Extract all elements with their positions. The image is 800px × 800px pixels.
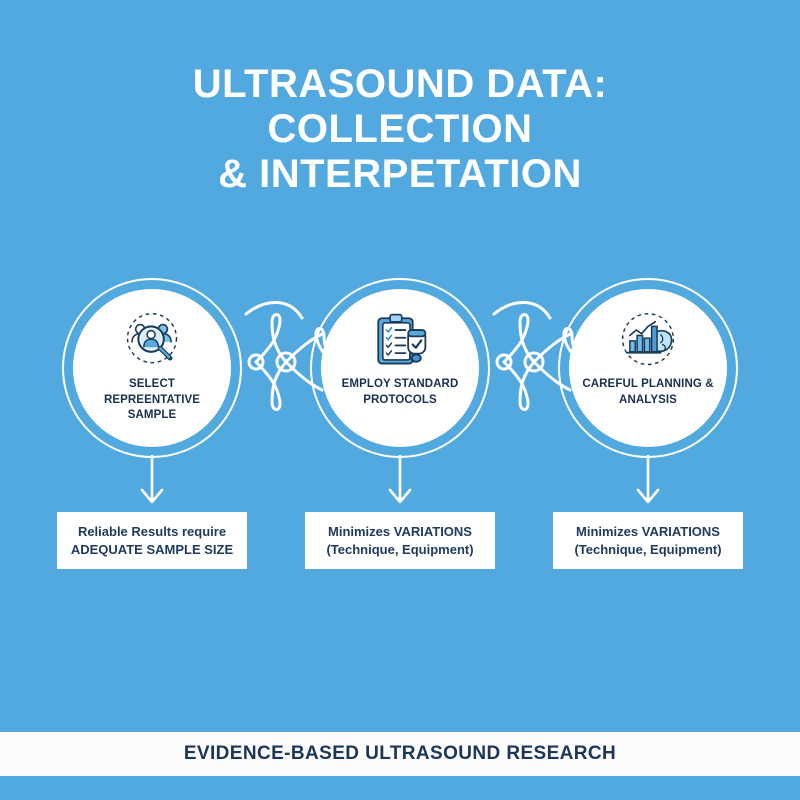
step-disc: EMPLOY STANDARD PROTOCOLS [321, 289, 479, 447]
caption-line-1: Minimizes VARIATIONS [328, 524, 472, 540]
arrow-step-3 [628, 453, 668, 513]
caption-box-step-3: Minimizes VARIATIONS (Technique, Equipme… [553, 512, 743, 569]
step-label: CAREFUL PLANNING & ANALYSIS [582, 378, 714, 406]
title-line-2: COLLECTION [267, 106, 533, 151]
caption-text: Minimizes VARIATIONS (Technique, Equipme… [326, 523, 473, 557]
caption-text: Minimizes VARIATIONS (Technique, Equipme… [574, 523, 721, 557]
title-line-1: ULTRASOUND DATA: [192, 62, 608, 106]
arrow-down-icon [388, 453, 412, 504]
step-disc: CAREFUL PLANNING & ANALYSIS [569, 289, 727, 447]
step-label: SELECT REPREENTATIVE SAMPLE [103, 378, 201, 422]
arrow-down-icon [636, 453, 660, 504]
step-employ-standard-protocols[interactable]: EMPLOY STANDARD PROTOCOLS [310, 278, 490, 458]
step-disc: SELECT REPREENTATIVE SAMPLE [73, 289, 231, 447]
magnifier-people-icon [126, 312, 178, 364]
caption-line-2: (Technique, Equipment) [326, 541, 474, 557]
arrow-step-2 [380, 453, 420, 513]
bar-chart-brain-icon [621, 312, 675, 366]
caption-box-step-2: Minimizes VARIATIONS (Technique, Equipme… [305, 512, 495, 569]
step-label: EMPLOY STANDARD PROTOCOLS [341, 378, 459, 406]
caption-box-step-1: Reliable Results require ADEQUATE SAMPLE… [57, 512, 247, 569]
title-line-3: & INTERPETATION [218, 151, 582, 196]
arrow-step-1 [132, 453, 172, 513]
footer-text: EVIDENCE-BASED ULTRASOUND RESEARCH [183, 743, 617, 764]
caption-text: Reliable Results require ADEQUATE SAMPLE… [71, 523, 233, 557]
arrow-down-icon [140, 453, 164, 504]
page-title: ULTRASOUND DATA: COLLECTION & INTERPETAT… [0, 62, 800, 196]
caption-line-2: (Technique, Equipment) [574, 541, 722, 557]
clipboard-checklist-probe-icon [377, 313, 427, 365]
caption-line-1: Reliable Results require [77, 524, 227, 540]
caption-line-1: Minimizes VARIATIONS [576, 524, 720, 540]
process-steps: SELECT REPREENTATIVE SAMPLE [0, 278, 800, 458]
step-select-representative-sample[interactable]: SELECT REPREENTATIVE SAMPLE [62, 278, 242, 458]
step-careful-planning-analysis[interactable]: CAREFUL PLANNING & ANALYSIS [558, 278, 738, 458]
caption-line-2: ADEQUATE SAMPLE SIZE [70, 541, 234, 557]
footer-banner: EVIDENCE-BASED ULTRASOUND RESEARCH [0, 732, 800, 776]
